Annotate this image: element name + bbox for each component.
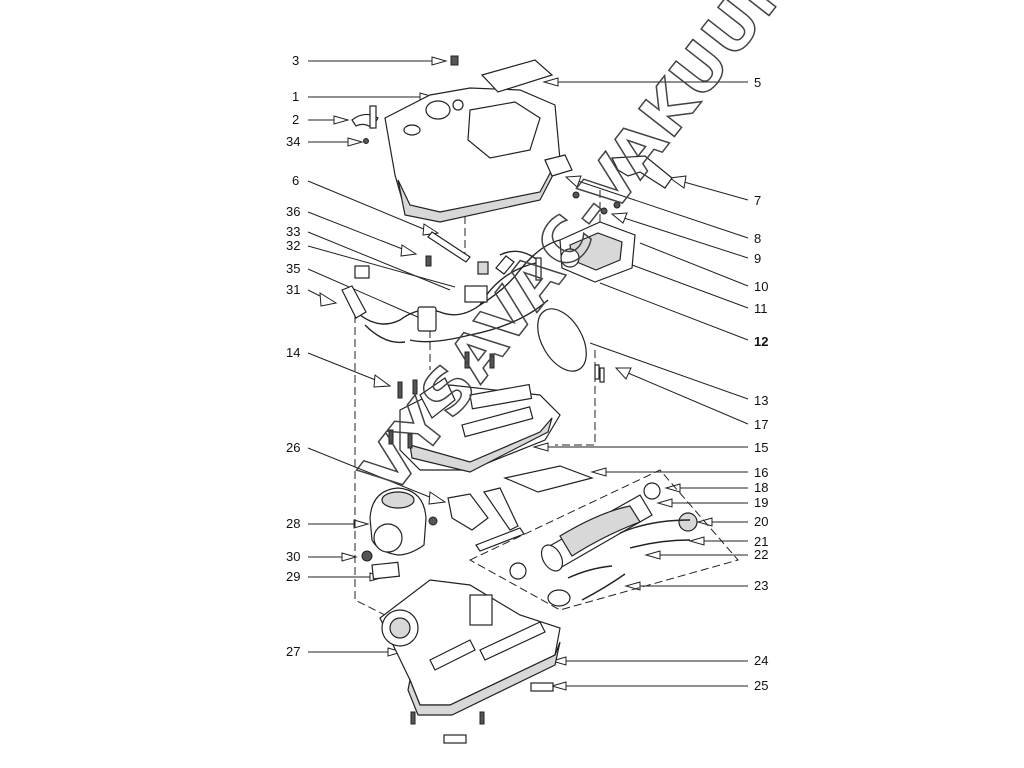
filter-5 bbox=[480, 59, 554, 93]
callout-21: 21 bbox=[754, 534, 768, 549]
callout-22: 22 bbox=[754, 547, 768, 562]
fan-housing-28 bbox=[369, 487, 438, 556]
callout-14: 14 bbox=[286, 345, 300, 360]
nut-30 bbox=[361, 550, 373, 562]
callout-34: 34 bbox=[286, 134, 300, 149]
callout-25: 25 bbox=[754, 678, 768, 693]
callout-11: 11 bbox=[754, 301, 768, 316]
callout-8: 8 bbox=[754, 231, 761, 246]
callout-2: 2 bbox=[292, 112, 299, 127]
callout-29: 29 bbox=[286, 569, 300, 584]
callout-28: 28 bbox=[286, 516, 300, 531]
callout-12: 12 bbox=[754, 334, 768, 349]
belt-12 bbox=[537, 308, 587, 372]
callout-7: 7 bbox=[754, 193, 761, 208]
callout-13: 13 bbox=[754, 393, 768, 408]
callout-30: 30 bbox=[286, 549, 300, 564]
pad-16 bbox=[503, 465, 594, 493]
callout-19: 19 bbox=[754, 495, 768, 510]
callout-23: 23 bbox=[754, 578, 768, 593]
callout-3: 3 bbox=[292, 53, 299, 68]
callout-10: 10 bbox=[754, 279, 768, 294]
strip-bottom bbox=[443, 734, 467, 744]
wiring-harness bbox=[341, 239, 561, 344]
callout-9: 9 bbox=[754, 251, 761, 266]
brushroll-assembly bbox=[509, 482, 698, 607]
screw-3 bbox=[450, 55, 459, 66]
callout-32: 32 bbox=[286, 238, 300, 253]
pins-17 bbox=[594, 364, 605, 383]
callout-33: 33 bbox=[286, 224, 300, 239]
guide-rod bbox=[483, 487, 519, 531]
callout-15: 15 bbox=[754, 440, 768, 455]
gasket-8 bbox=[544, 154, 573, 177]
leader-lines bbox=[307, 56, 749, 691]
left-callouts: 3 1 2 34 6 36 33 32 35 31 14 26 28 30 29… bbox=[286, 53, 300, 659]
chassis-frame bbox=[388, 351, 561, 473]
callout-5: 5 bbox=[754, 75, 761, 90]
base-plate bbox=[379, 579, 561, 725]
rod-6 bbox=[427, 231, 471, 263]
callout-31: 31 bbox=[286, 282, 300, 297]
callout-20: 20 bbox=[754, 514, 768, 529]
strip-25 bbox=[530, 682, 554, 692]
callout-18: 18 bbox=[754, 480, 768, 495]
latch-26 bbox=[447, 493, 489, 531]
callout-35: 35 bbox=[286, 261, 300, 276]
callout-6: 6 bbox=[292, 173, 299, 188]
callout-1: 1 bbox=[292, 89, 299, 104]
callout-36: 36 bbox=[286, 204, 300, 219]
callout-24: 24 bbox=[754, 653, 768, 668]
motor-assembly bbox=[559, 191, 636, 283]
right-callouts: 5 7 8 9 10 11 12 13 17 15 16 18 19 20 21… bbox=[754, 75, 768, 693]
seal-29 bbox=[371, 561, 400, 580]
callout-17: 17 bbox=[754, 417, 768, 432]
hood-cover bbox=[384, 87, 561, 223]
bracket-7 bbox=[611, 155, 673, 189]
callout-27: 27 bbox=[286, 644, 300, 659]
callout-26: 26 bbox=[286, 440, 300, 455]
callout-16: 16 bbox=[754, 465, 768, 480]
